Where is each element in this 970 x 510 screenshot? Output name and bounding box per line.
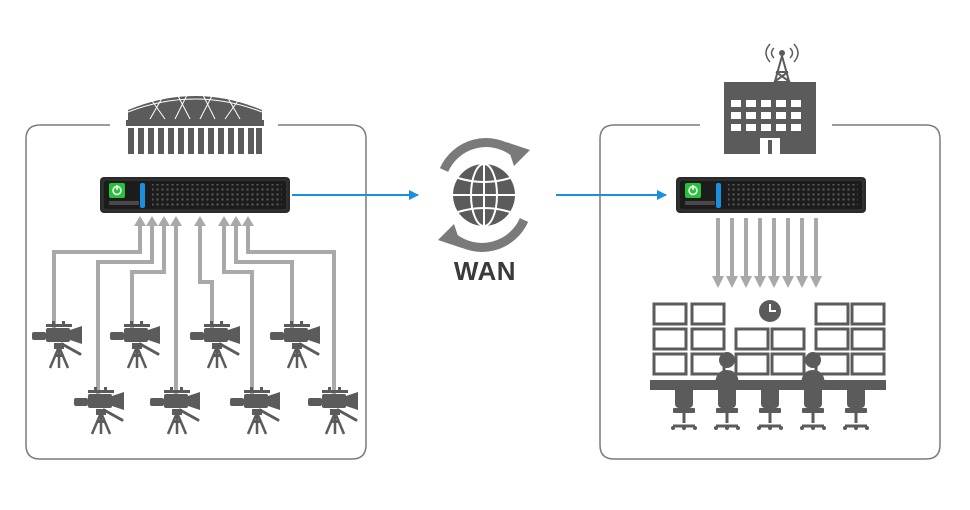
clock-icon (759, 300, 781, 322)
video-camera-icon (306, 385, 360, 436)
stadium-icon (126, 88, 264, 154)
wan-label: WAN (453, 256, 517, 286)
globe-sync-icon (438, 138, 530, 252)
camera-row-bottom (72, 385, 360, 436)
camera-feed-arrows (52, 224, 336, 395)
broadcast-building-icon (724, 43, 816, 154)
video-camera-icon (188, 319, 242, 370)
decoder-device (675, 176, 867, 214)
video-camera-icon (30, 319, 84, 370)
output-stream-arrows (712, 218, 822, 288)
video-camera-icon (72, 385, 126, 436)
operator-console (650, 352, 886, 432)
destination-panel (599, 124, 941, 460)
video-camera-icon (108, 319, 162, 370)
encoder-device (99, 176, 291, 214)
video-wall (652, 302, 886, 376)
video-camera-icon (148, 385, 202, 436)
camera-feed-arrowheads (134, 216, 254, 226)
video-camera-icon (268, 319, 322, 370)
venue-panel (25, 124, 367, 460)
video-camera-icon (228, 385, 282, 436)
